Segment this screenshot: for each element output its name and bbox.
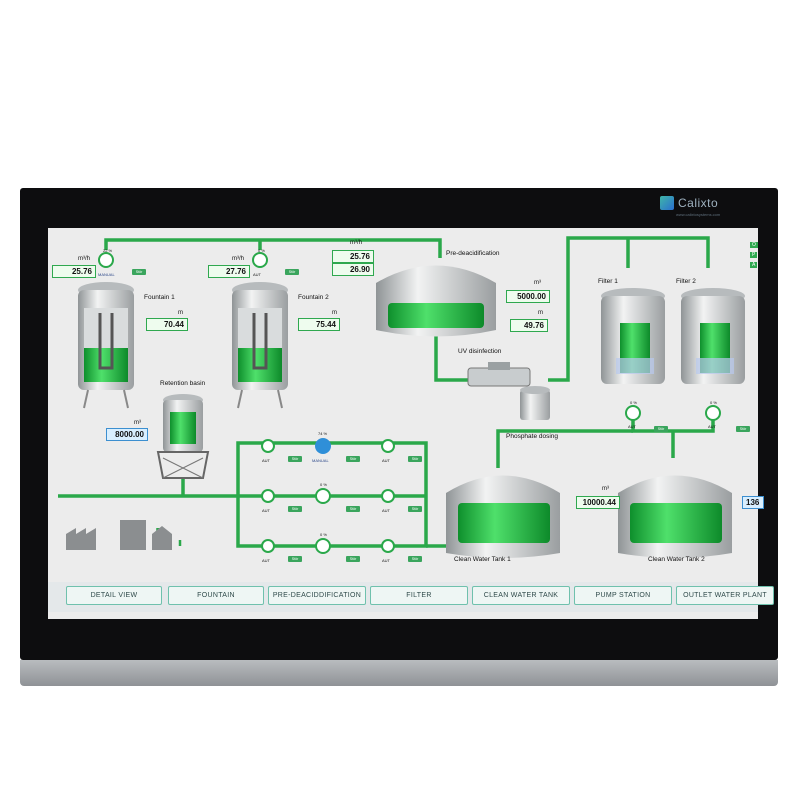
fountain1-level: 70.44 — [146, 318, 188, 331]
predeacid-flow-b: 26.90 — [332, 263, 374, 276]
fountain2-level: 75.44 — [298, 318, 340, 331]
row3-fault-badge-3: Stör — [408, 556, 422, 562]
pump1-pct: 74 % — [318, 431, 328, 436]
clean2-value: 136 — [742, 496, 764, 509]
nav-fountain[interactable]: FOUNTAIN — [168, 586, 264, 605]
predeacid-vol: 5000.00 — [506, 290, 550, 303]
row2-fault-badge-2: Stör — [346, 506, 360, 512]
predeacid-flow-a: 25.76 — [332, 250, 374, 263]
fountain1-fault-badge: Stör — [132, 269, 146, 275]
brand-name: Calixto — [678, 196, 719, 210]
filter2-fault-badge: Stör — [736, 426, 750, 432]
fountain1-pump-pct: 22 % — [103, 248, 113, 253]
predeacid-level: 49.76 — [510, 319, 548, 332]
retention-value: 8000.00 — [106, 428, 148, 441]
filter1-tank — [601, 288, 665, 384]
valve6-mode[interactable]: AUT — [382, 558, 390, 563]
filter1-title: Filter 1 — [598, 278, 618, 285]
phosphate-title: Phosphate dosing — [506, 433, 559, 440]
row1-fault-badge-3: Stör — [408, 456, 422, 462]
nav-clean-water-tank[interactable]: CLEAN WATER TANK — [472, 586, 570, 605]
monitor-chin — [20, 660, 778, 686]
fountain1-level-unit: m — [178, 310, 183, 316]
nav-pre-deacidification[interactable]: PRE-DEACIDDIFICATION — [268, 586, 366, 605]
fountain1-tank — [78, 282, 134, 409]
nav-detail-view[interactable]: DETAIL VIEW — [66, 586, 162, 605]
fountain1-flow: 25.76 — [52, 265, 96, 278]
filter2-mode[interactable]: AUT — [708, 424, 716, 429]
uv-title: UV disinfection — [458, 348, 502, 355]
nav-pump-station[interactable]: PUMP STATION — [574, 586, 672, 605]
pump3-pct: 0 % — [320, 532, 327, 537]
retention-basin-tank — [156, 394, 210, 479]
fountain2-flow: 27.76 — [208, 265, 250, 278]
brand-tagline: www.calixtosystems.com — [676, 212, 721, 217]
retention-title: Retention basin — [160, 380, 206, 387]
row1-fault-badge-2: Stör — [346, 456, 360, 462]
hmi-screen: 22 % m³/h 25.76 MANUAL Stör Fountain 1 m… — [48, 228, 774, 619]
predeacid-tank — [376, 265, 496, 337]
row3-fault-badge-2: Stör — [346, 556, 360, 562]
fountain2-flow-unit: m³/h — [232, 256, 244, 262]
side-tab-2[interactable]: P — [750, 252, 758, 258]
factory-icon — [66, 520, 172, 550]
fountain2-title: Fountain 2 — [298, 294, 329, 301]
filter1-fault-badge: Stör — [654, 426, 668, 432]
clean1-title: Clean Water Tank 1 — [454, 556, 511, 563]
clean-tank2 — [618, 475, 732, 558]
fountain2-pump-mode[interactable]: AUT — [253, 272, 261, 277]
fountain1-title: Fountain 1 — [144, 294, 175, 301]
fountain1-pump-mode[interactable]: MANUAL — [98, 272, 115, 277]
filter2-tank — [681, 288, 745, 384]
side-tab-3[interactable]: A — [750, 262, 758, 268]
nav-filter[interactable]: FILTER — [370, 586, 468, 605]
phosphate-tank — [520, 386, 550, 420]
row1-fault-badge: Stör — [288, 456, 302, 462]
valve5-mode[interactable]: AUT — [382, 508, 390, 513]
filter2-pct: 0 % — [710, 400, 717, 405]
nav-outlet-water-plant[interactable]: OUTLET WATER PLANT — [676, 586, 774, 605]
valve3-mode[interactable]: AUT — [262, 558, 270, 563]
predeacid-flow-unit: m³/h — [350, 240, 362, 246]
predeacid-vol-unit: m³ — [534, 280, 541, 286]
valve2-mode[interactable]: AUT — [262, 508, 270, 513]
uv-unit — [467, 362, 531, 387]
fountain2-pump-pct: 0 % — [258, 248, 265, 253]
row2-fault-badge: Stör — [288, 506, 302, 512]
brand-logo: Calixto — [660, 196, 718, 210]
filter1-mode[interactable]: AUT — [628, 424, 636, 429]
filter1-pct: 0 % — [630, 400, 637, 405]
valve1-mode[interactable]: AUT — [262, 458, 270, 463]
clean2-title: Clean Water Tank 2 — [648, 556, 705, 563]
fountain2-level-unit: m — [332, 310, 337, 316]
fountain1-flow-unit: m³/h — [78, 256, 90, 262]
fountain2-fault-badge: Stör — [285, 269, 299, 275]
side-tab-1[interactable]: O — [750, 242, 758, 248]
pump-icons — [98, 252, 721, 554]
clean-tank1 — [446, 475, 560, 558]
filter2-title: Filter 2 — [676, 278, 696, 285]
clean1-unit: m³ — [602, 486, 609, 492]
row3-fault-badge: Stör — [288, 556, 302, 562]
brand-icon — [660, 196, 674, 210]
retention-unit: m³ — [134, 420, 141, 426]
pump2-pct: 0 % — [320, 482, 327, 487]
process-diagram — [58, 236, 745, 558]
valve4-mode[interactable]: AUT — [382, 458, 390, 463]
fountain2-tank — [232, 282, 288, 409]
predeacid-level-unit: m — [538, 310, 543, 316]
row2-fault-badge-3: Stör — [408, 506, 422, 512]
pump1-mode[interactable]: MANUAL — [312, 458, 329, 463]
predeacid-title: Pre-deacidification — [446, 250, 500, 257]
clean1-value: 10000.44 — [576, 496, 620, 509]
nav-bar: DETAIL VIEW FOUNTAIN PRE-DEACIDDIFICATIO… — [48, 582, 774, 612]
